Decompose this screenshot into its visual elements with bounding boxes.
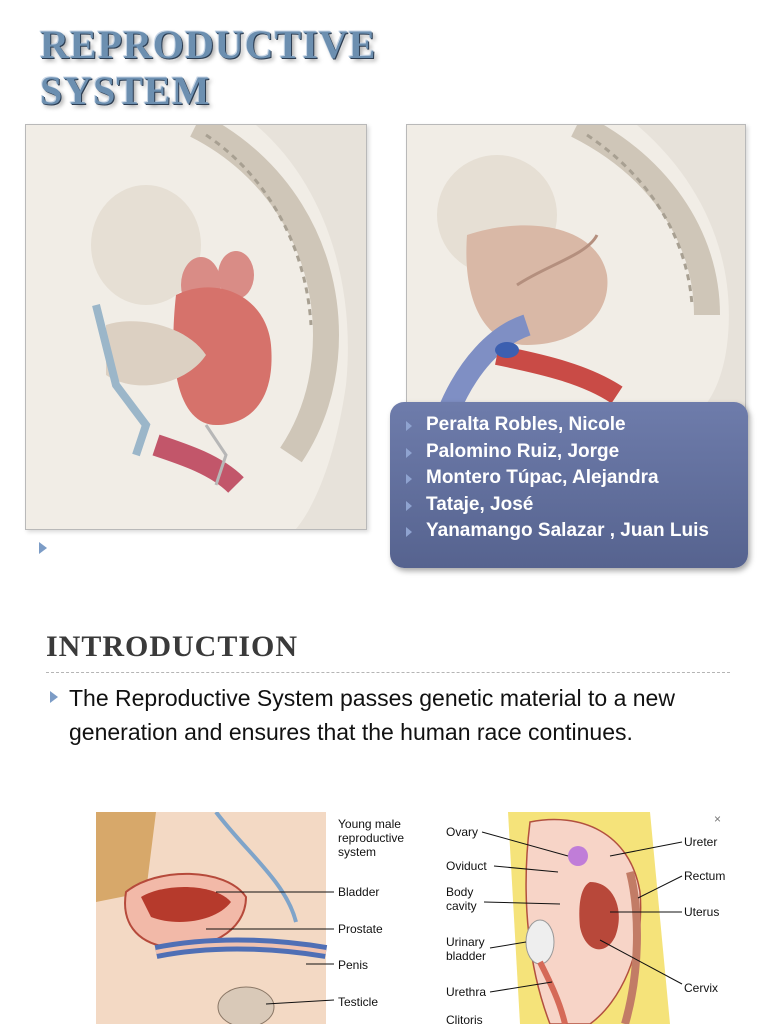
caption-line: reproductive [338,831,404,845]
author-item: Montero Túpac, Alejandra [404,465,748,492]
author-item: Palomino Ruiz, Jorge [404,439,748,466]
title-slide: REPRODUCTIVE SYSTEM [25,22,748,568]
title-line-1: REPRODUCTIVE [40,22,377,67]
bullet-arrow-icon [406,474,412,484]
diagram-label-penis: Penis [338,958,368,972]
author-item: Yanamango Salazar , Juan Luis [404,518,748,545]
bullet-arrow-icon [406,421,412,431]
author-name: Yanamango Salazar , Juan Luis [426,520,709,541]
intro-paragraph: The Reproductive System passes genetic m… [69,685,675,745]
authors-box: Peralta Robles, Nicole Palomino Ruiz, Jo… [390,402,748,568]
author-name: Montero Túpac, Alejandra [426,467,659,488]
bullet-arrow-icon [406,500,412,511]
diagram-label-cavity: cavity [446,899,477,913]
female-pelvis-illustration [25,124,367,530]
caption-line: system [338,845,376,859]
diagram-label-urethra: Urethra [446,985,486,999]
author-item: Peralta Robles, Nicole [404,412,748,439]
bullet-arrow-icon [406,527,412,537]
diagram-label-uterus: Uterus [684,905,719,919]
diagram-label-ovary: Ovary [446,825,478,839]
male-pelvis-illustration [406,124,746,416]
introduction-slide: INTRODUCTION The Reproductive System pas… [0,600,768,1024]
diagram-label-bladder: bladder [446,949,486,963]
diagram-label-ureter: Ureter [684,835,717,849]
slide-heading: INTRODUCTION [46,630,299,663]
female-reproductive-diagram: Ovary Oviduct Body cavity Urinary bladde… [440,812,730,1024]
author-name: Peralta Robles, Nicole [426,414,626,435]
caption-line: Young male [338,817,401,831]
diagram-label-bladder: Bladder [338,885,379,899]
bullet-arrow-icon [50,691,58,703]
male-reproductive-diagram: Young male reproductive system Bladder P… [96,812,426,1024]
diagram-label-testicle: Testicle [338,995,378,1009]
heading-divider [46,672,730,673]
diagram-label-urinary: Urinary [446,935,485,949]
author-name: Palomino Ruiz, Jorge [426,440,620,462]
diagram-label-clitoris: Clitoris [446,1013,483,1024]
diagram-label-oviduct: Oviduct [446,859,487,873]
bullet-arrow-icon [406,447,412,458]
slide-title: REPRODUCTIVE SYSTEM [40,22,376,114]
diagram-label-cervix: Cervix [684,981,718,995]
title-line-2: SYSTEM [40,68,211,113]
close-icon[interactable]: × [714,812,722,826]
diagram-label-prostate: Prostate [338,922,383,936]
author-name: Tataje, José [426,493,534,515]
diagram-label-rectum: Rectum [684,869,725,883]
author-item: Tataje, José [404,492,748,519]
diagram-label-body: Body [446,885,473,899]
empty-bullet-arrow-icon [39,542,47,554]
authors-list: Peralta Robles, Nicole Palomino Ruiz, Jo… [390,402,748,545]
